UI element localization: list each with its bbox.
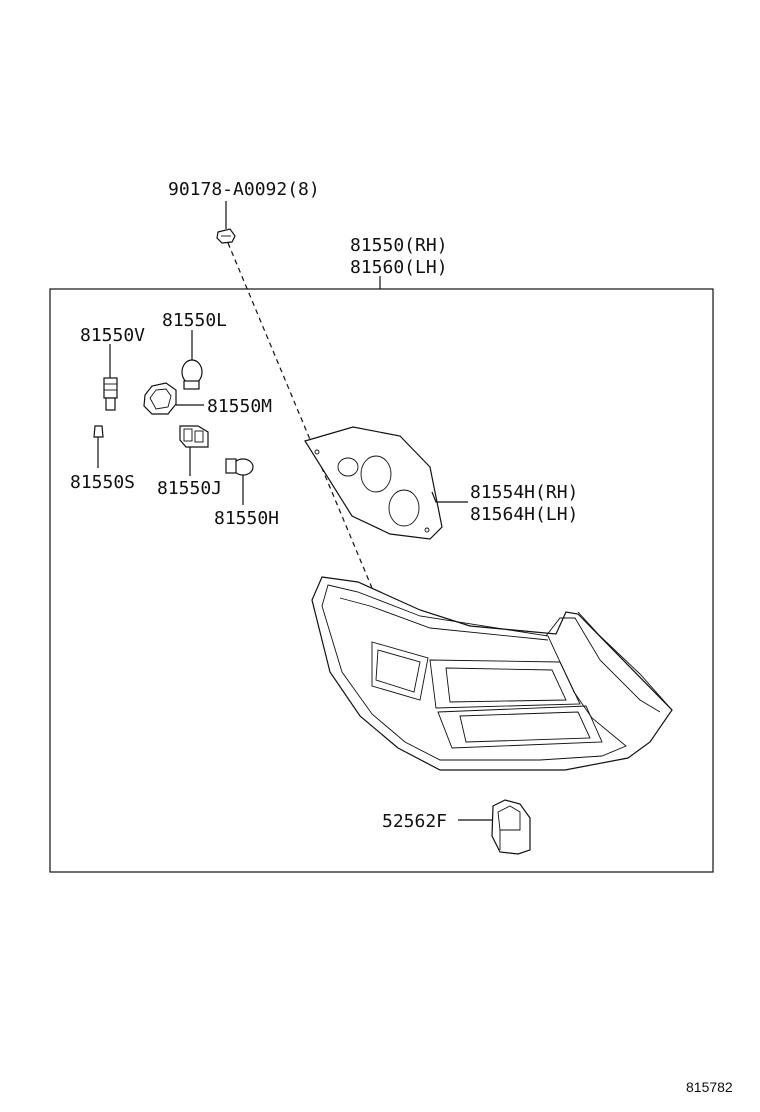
diagram-reference-number: 815782	[686, 1079, 733, 1095]
socket-v-part	[103, 344, 118, 411]
label-gasket-rh: 81554H(RH)	[470, 482, 578, 503]
gasket-part	[304, 426, 468, 540]
lamp-housing-part	[311, 576, 673, 771]
label-bulb-s: 81550S	[70, 472, 135, 493]
label-screw: 90178-A0092(8)	[168, 179, 320, 200]
bulb-l-part	[181, 330, 203, 390]
bulb-h-part	[225, 458, 254, 505]
label-gasket-lh: 81564H(LH)	[470, 504, 578, 525]
label-bulb-h: 81550H	[214, 508, 279, 529]
bulb-s-part	[93, 425, 104, 468]
screw-part	[216, 201, 236, 244]
label-socket-v: 81550V	[80, 325, 145, 346]
label-bulb-l: 81550L	[162, 310, 227, 331]
clip-part	[458, 799, 531, 855]
label-clip: 52562F	[382, 811, 447, 832]
label-socket-m: 81550M	[207, 396, 272, 417]
label-socket-j: 81550J	[157, 478, 222, 499]
assembly-frame	[49, 288, 714, 873]
label-assy-rh: 81550(RH)	[350, 235, 448, 256]
socket-m-part	[143, 382, 204, 415]
socket-j-part	[179, 425, 209, 476]
label-assy-lh: 81560(LH)	[350, 257, 448, 278]
